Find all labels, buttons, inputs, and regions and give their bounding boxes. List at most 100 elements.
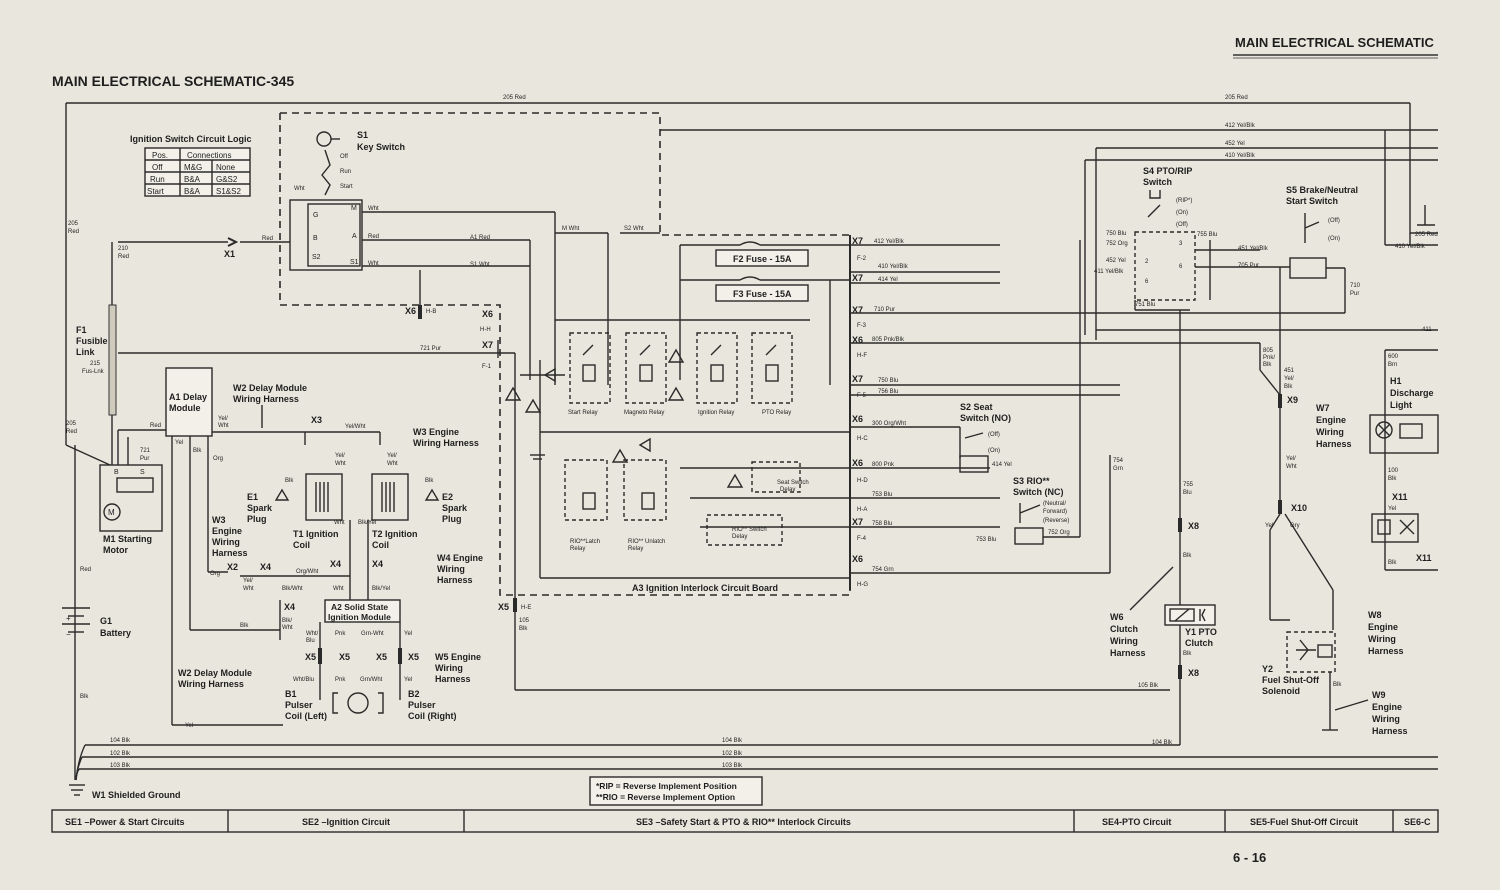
- svg-text:M1 Starting: M1 Starting: [103, 534, 152, 544]
- svg-text:Wht: Wht: [218, 423, 229, 429]
- board-connector-strip: X7 F-2 X7 X7 F-3 X6 H-F X7 F-5 X6 H-C X6…: [849, 235, 1260, 590]
- svg-text:Gry: Gry: [1290, 523, 1300, 529]
- svg-text:Pos.: Pos.: [152, 151, 168, 160]
- svg-text:Red: Red: [118, 254, 129, 260]
- svg-text:X7: X7: [852, 305, 863, 315]
- svg-text:Wht: Wht: [387, 461, 398, 467]
- svg-text:H-E: H-E: [521, 605, 531, 611]
- svg-text:Grn: Grn: [1113, 466, 1123, 472]
- svg-text:G&S2: G&S2: [216, 175, 238, 184]
- svg-text:Pur: Pur: [140, 456, 149, 462]
- svg-text:E2: E2: [442, 492, 453, 502]
- fuses: F2 Fuse - 15A F3 Fuse - 15A: [679, 241, 850, 385]
- footnote-box: *RIP = Reverse Implement Position **RIO …: [589, 776, 763, 806]
- svg-text:Blk: Blk: [1263, 362, 1272, 368]
- svg-text:Blk: Blk: [1388, 476, 1397, 482]
- svg-text:X9: X9: [1287, 395, 1298, 405]
- svg-text:758 Blu: 758 Blu: [872, 521, 892, 527]
- svg-text:Harness: Harness: [1372, 726, 1408, 736]
- svg-text:Spark: Spark: [442, 503, 468, 513]
- svg-text:412 Yel/Blk: 412 Yel/Blk: [874, 239, 905, 245]
- svg-text:Spark: Spark: [247, 503, 273, 513]
- svg-text:410 Yel/Blk: 410 Yel/Blk: [1225, 153, 1256, 159]
- svg-text:205: 205: [68, 221, 79, 227]
- svg-text:Blk: Blk: [519, 626, 528, 632]
- svg-text:Wiring: Wiring: [1316, 427, 1344, 437]
- svg-text:(Neutral/: (Neutral/: [1043, 501, 1066, 507]
- svg-text:S1: S1: [350, 259, 359, 266]
- svg-text:Yel: Yel: [404, 677, 412, 683]
- svg-text:Battery: Battery: [100, 628, 131, 638]
- svg-text:M: M: [108, 508, 115, 517]
- svg-text:X6: X6: [852, 335, 863, 345]
- svg-text:X6: X6: [852, 414, 863, 424]
- shielded-ground-w1: W1 Shielded Ground: [69, 784, 181, 800]
- svg-text:Pulser: Pulser: [285, 700, 313, 710]
- svg-text:X10: X10: [1291, 503, 1307, 513]
- svg-text:Wht: Wht: [368, 206, 379, 212]
- svg-text:104 Blk: 104 Blk: [110, 738, 131, 744]
- svg-text:Wiring: Wiring: [1372, 714, 1400, 724]
- svg-text:W5 Engine: W5 Engine: [435, 652, 481, 662]
- svg-text:Harness: Harness: [1316, 439, 1352, 449]
- logic-table-title: Ignition Switch Circuit Logic: [130, 134, 252, 144]
- svg-text:Blk/Wht: Blk/Wht: [282, 586, 303, 592]
- svg-text:753 Blu: 753 Blu: [872, 492, 892, 498]
- svg-text:805 Pnk/Blk: 805 Pnk/Blk: [872, 337, 905, 343]
- svg-text:Blk: Blk: [285, 478, 294, 484]
- svg-text:*RIP = Reverse Implement Posit: *RIP = Reverse Implement Position: [596, 781, 737, 791]
- svg-text:(RIP*): (RIP*): [1176, 198, 1192, 204]
- section-title: MAIN ELECTRICAL SCHEMATIC: [1235, 35, 1434, 50]
- svg-text:Engine: Engine: [212, 526, 242, 536]
- svg-text:Yel: Yel: [1388, 506, 1396, 512]
- svg-text:Wht: Wht: [294, 186, 305, 192]
- logic-table: Ignition Switch Circuit Logic Pos. Conne…: [130, 134, 252, 197]
- svg-text:Ignition Relay: Ignition Relay: [698, 410, 734, 416]
- svg-text:(Off): (Off): [1328, 218, 1340, 224]
- svg-text:Plug: Plug: [442, 514, 462, 524]
- svg-text:Blk: Blk: [1183, 553, 1192, 559]
- svg-text:A2 Solid State: A2 Solid State: [331, 602, 388, 612]
- svg-text:X6: X6: [852, 458, 863, 468]
- svg-text:750 Blu: 750 Blu: [878, 378, 898, 384]
- svg-text:705 Pur: 705 Pur: [1238, 263, 1259, 269]
- svg-text:Off: Off: [152, 163, 163, 172]
- svg-text:Blk: Blk: [1183, 651, 1192, 657]
- svg-text:410 Yel/Blk: 410 Yel/Blk: [878, 264, 909, 270]
- starting-motor-m1: 205 Red 721 Pur B S M M1 Starting Motor: [65, 421, 163, 780]
- svg-text:H-B: H-B: [426, 309, 436, 315]
- svg-text:721 Pur: 721 Pur: [420, 346, 441, 352]
- svg-text:F1: F1: [76, 325, 87, 335]
- svg-text:Y2: Y2: [1262, 664, 1273, 674]
- svg-text:W1 Shielded Ground: W1 Shielded Ground: [92, 790, 181, 800]
- svg-text:X4: X4: [284, 602, 295, 612]
- svg-text:X6: X6: [852, 554, 863, 564]
- svg-text:S1 Wht: S1 Wht: [470, 262, 490, 268]
- svg-text:Blk: Blk: [1333, 682, 1342, 688]
- svg-text:None: None: [216, 163, 236, 172]
- svg-text:752 Org: 752 Org: [1048, 530, 1070, 536]
- svg-text:Yel: Yel: [1265, 523, 1273, 529]
- svg-text:−: −: [66, 630, 71, 639]
- svg-text:Magneto Relay: Magneto Relay: [624, 410, 664, 416]
- svg-text:Coil: Coil: [372, 540, 389, 550]
- svg-text:Wiring Harness: Wiring Harness: [413, 438, 479, 448]
- svg-text:E1: E1: [247, 492, 258, 502]
- svg-text:414 Yel: 414 Yel: [992, 462, 1012, 468]
- svg-text:Blu: Blu: [1183, 490, 1192, 496]
- svg-text:G: G: [313, 212, 318, 219]
- svg-text:452 Yel: 452 Yel: [1225, 141, 1245, 147]
- svg-text:B&A: B&A: [184, 175, 201, 184]
- svg-text:Clutch: Clutch: [1110, 624, 1138, 634]
- svg-text:412 Yel/Blk: 412 Yel/Blk: [1225, 123, 1256, 129]
- svg-text:X4: X4: [372, 559, 383, 569]
- svg-text:S5 Brake/Neutral: S5 Brake/Neutral: [1286, 185, 1358, 195]
- svg-text:F-5: F-5: [857, 393, 867, 399]
- svg-text:Harness: Harness: [435, 674, 471, 684]
- svg-text:W7: W7: [1316, 403, 1330, 413]
- svg-text:F-3: F-3: [857, 323, 867, 329]
- svg-text:X5: X5: [376, 652, 387, 662]
- svg-text:Pnk/: Pnk/: [1263, 355, 1275, 361]
- svg-text:X3: X3: [311, 415, 322, 425]
